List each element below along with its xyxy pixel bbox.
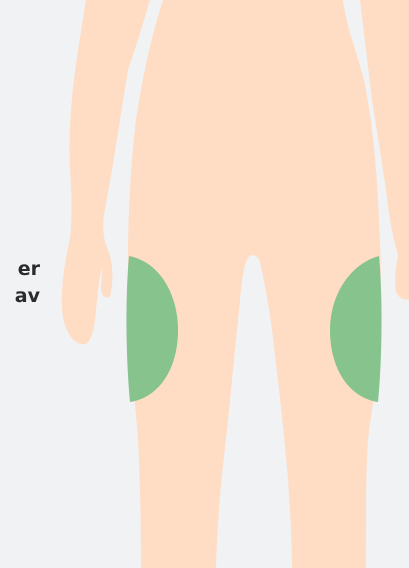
diagram-canvas: er av [0,0,409,568]
body-figure [0,0,409,568]
